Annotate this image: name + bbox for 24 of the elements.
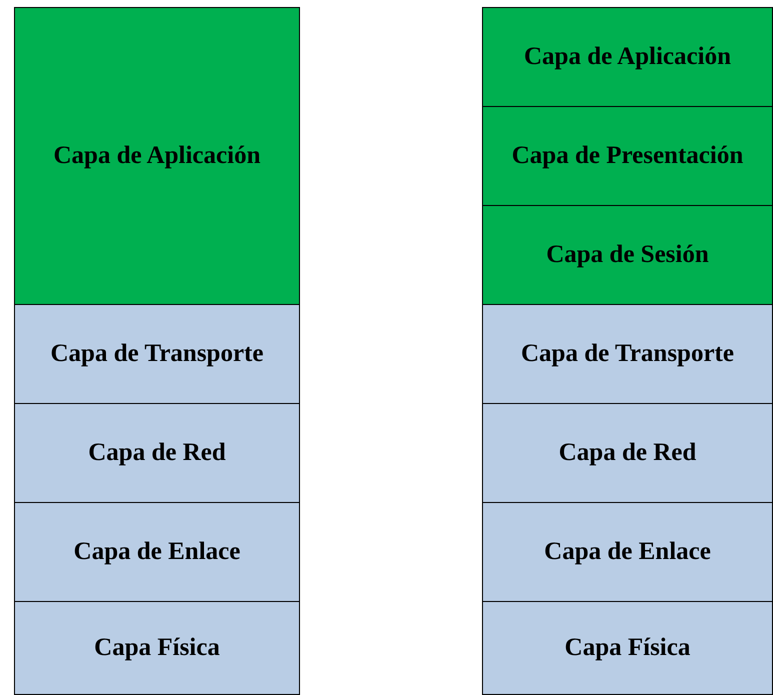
layer-name: Capa de Enlace — [544, 538, 711, 566]
layer-name: Capa de Sesión — [546, 241, 709, 269]
layer-name: Capa de Transporte — [50, 340, 264, 368]
layer-box — [14, 304, 300, 404]
layer-name: Capa de Presentación — [512, 142, 744, 170]
layer-name: Capa de Aplicación — [54, 142, 260, 170]
layer-box — [14, 601, 300, 695]
layer-name: Capa de Aplicación — [524, 43, 731, 71]
layer-box — [482, 205, 773, 305]
layer-box — [482, 106, 773, 206]
layer-box — [482, 304, 773, 404]
layer-name: Capa de Transporte — [521, 340, 734, 368]
layer-box — [482, 601, 773, 695]
layer-box — [14, 7, 300, 305]
layer-name: Capa de Enlace — [74, 538, 240, 566]
layer-box — [482, 7, 773, 107]
layer-box — [14, 502, 300, 602]
layer-box — [482, 403, 773, 503]
layer-name: Capa de Red — [88, 439, 226, 467]
layer-box — [14, 403, 300, 503]
layer-name: Capa Física — [564, 634, 690, 662]
layer-box — [482, 502, 773, 602]
layer-name: Capa Física — [94, 634, 220, 662]
layer-name: Capa de Red — [558, 439, 696, 467]
